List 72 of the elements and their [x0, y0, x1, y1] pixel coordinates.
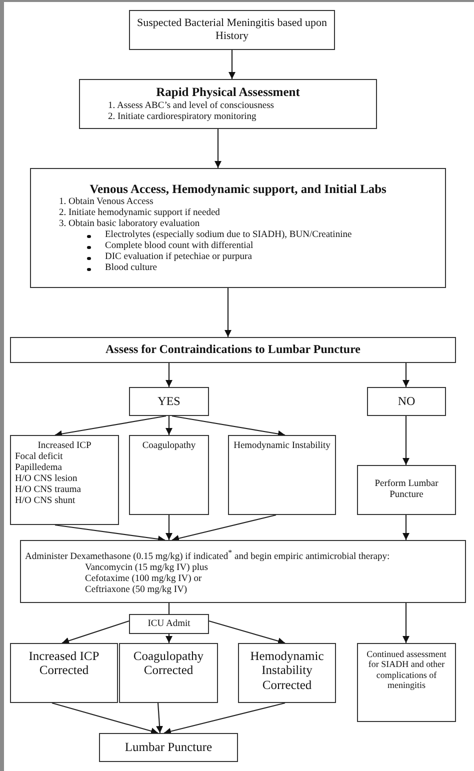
- process-box: [10, 643, 118, 703]
- arrow: [166, 634, 172, 643]
- list-item: 2. Initiate hemodynamic support if needed: [58, 208, 221, 219]
- arrow: [166, 416, 172, 435]
- box-text: Ceftriaxone (50 mg/kg IV): [84, 584, 188, 596]
- box-text: Administer Dexamethasone (0.15 mg/kg) if indicated$^{*}$ and begin empiric antimicrobial therapy:: [25, 548, 391, 563]
- process-box: [10, 435, 119, 525]
- list-item: 3. Obtain basic laboratory evaluation: [58, 219, 201, 230]
- arrow: [172, 514, 276, 542]
- arrow: [224, 288, 232, 337]
- arrow: [164, 702, 286, 735]
- box-text: Coagulopathy Corrected: [132, 649, 205, 678]
- box-heading: Venous Access, Hemodynamic support, and Initial Labs: [88, 182, 388, 196]
- box-text: Perform Lumbar Puncture: [374, 479, 440, 501]
- arrow: [166, 515, 172, 540]
- process-box: [99, 733, 238, 762]
- bullet-item: Blood culture: [35, 262, 441, 274]
- arrow: [54, 524, 166, 543]
- box-text: Coagulopathy: [141, 441, 197, 452]
- arrow: [62, 620, 130, 644]
- process-box: [228, 435, 336, 515]
- bullet-item: Complete blood count with differential: [35, 241, 441, 252]
- bullet-item: DIC evaluation if petechiae or purpura: [35, 252, 441, 263]
- box-text: ICU Admit: [146, 618, 192, 630]
- arrow: [402, 416, 410, 465]
- arrow: [402, 515, 410, 540]
- box-text: Continued assessment for SIADH and other complications of meningitis: [366, 649, 448, 690]
- process-box: [367, 387, 446, 416]
- process-box: [129, 387, 209, 416]
- box-text: Hemodynamic Instability Corrected: [249, 649, 325, 692]
- box-heading: Assess for Contraindications to Lumbar Puncture: [104, 343, 362, 357]
- list-item: 1. Assess ABC’s and level of consciousness: [107, 100, 275, 112]
- arrow: [402, 363, 410, 387]
- process-box: [357, 643, 456, 722]
- arrow: [214, 129, 222, 168]
- connector-line: [168, 603, 170, 614]
- box-text: NO: [396, 394, 416, 408]
- bullet-item: Electrolytes (especially sodium due to SIADH), BUN/Creatinine: [35, 230, 441, 242]
- arrow: [166, 363, 172, 387]
- arrow: [156, 702, 164, 734]
- box-text: Vancomycin (15 mg/kg IV) plus: [84, 562, 209, 574]
- process-box: [129, 10, 335, 50]
- box-text: Focal deficit: [15, 452, 64, 463]
- box-text: H/O CNS lesion: [15, 474, 78, 485]
- box-heading: Rapid Physical Assessment: [155, 85, 301, 100]
- box-text: Suspected Bacterial Meningitis based upon History: [136, 17, 328, 43]
- box-text: H/O CNS trauma: [15, 484, 82, 496]
- arrow: [402, 603, 410, 643]
- box-text: Papilledema: [15, 462, 63, 474]
- process-box: [357, 465, 456, 515]
- arrow: [54, 415, 166, 438]
- box-text: YES: [156, 394, 182, 408]
- box-text: H/O CNS shunt: [15, 496, 76, 507]
- box-text: Increased ICP: [36, 441, 92, 452]
- list-item: 1. Obtain Venous Access: [58, 197, 154, 208]
- process-box: [238, 643, 336, 703]
- arrow: [228, 50, 236, 79]
- process-box: [20, 540, 466, 603]
- process-box: [79, 79, 377, 129]
- process-box: [119, 643, 218, 703]
- box-text: Hemodynamic Instability: [233, 441, 331, 452]
- list-item: 2. Initiate cardiorespiratory monitoring: [107, 112, 258, 123]
- arrow: [172, 415, 286, 438]
- arrow: [208, 620, 286, 644]
- process-box: [129, 435, 209, 515]
- arrow: [52, 702, 158, 734]
- box-text: Lumbar Puncture: [124, 740, 214, 755]
- process-box: [30, 168, 446, 288]
- box-text: Increased ICP Corrected: [28, 649, 100, 678]
- box-text: Cefotaxime (100 mg/kg IV) or: [84, 574, 203, 584]
- process-box: [10, 337, 456, 363]
- process-box: [129, 614, 209, 634]
